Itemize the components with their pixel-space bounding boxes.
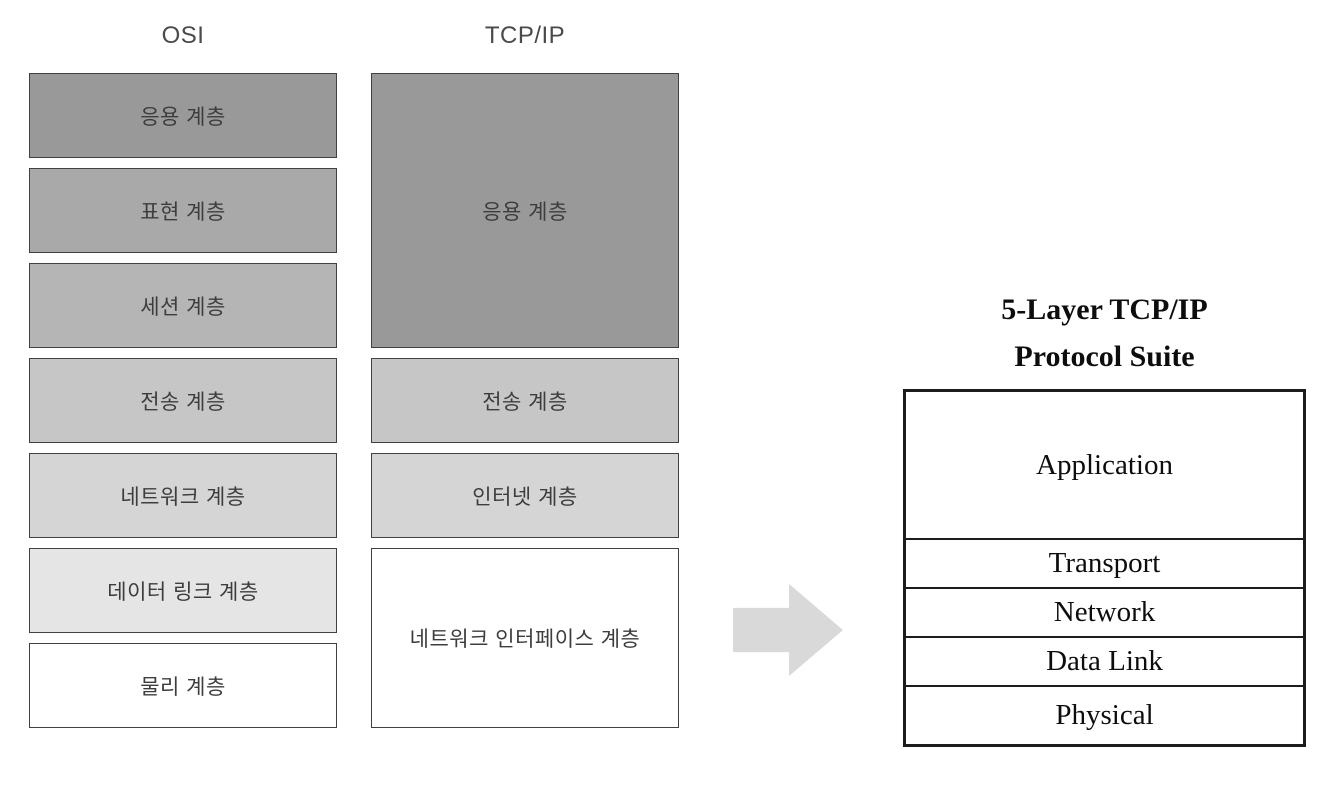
osi-column-title: OSI bbox=[161, 22, 205, 49]
tcpip-layer-application: 응용 계층 bbox=[371, 73, 679, 348]
suite-layer-transport: Transport bbox=[906, 540, 1303, 589]
osi-layer-session: 세션 계층 bbox=[29, 263, 337, 348]
suite-layer-physical: Physical bbox=[1055, 699, 1154, 731]
osi-layer-application: 응용 계층 bbox=[29, 73, 337, 158]
suite-layer-datalink: Data Link bbox=[906, 638, 1303, 687]
five-layer-suite-title-line1: 5-Layer TCP/IP bbox=[1001, 293, 1208, 326]
osi-layer-network: 네트워크 계층 bbox=[29, 453, 337, 538]
tcpip-layer-network-interface: 네트워크 인터페이스 계층 bbox=[371, 548, 679, 728]
tcpip-column-title: TCP/IP bbox=[484, 22, 566, 49]
tcpip-layer-internet: 인터넷 계층 bbox=[371, 453, 679, 538]
osi-layer-datalink: 데이터 링크 계층 bbox=[29, 548, 337, 633]
five-layer-suite-title: 5-Layer TCP/IP Protocol Suite bbox=[903, 286, 1306, 380]
suite-layer-network: Network bbox=[906, 589, 1303, 638]
five-layer-suite-box: Application Transport Network Data Link … bbox=[903, 389, 1306, 747]
osi-layer-transport: 전송 계층 bbox=[29, 358, 337, 443]
tcpip-layer-transport: 전송 계층 bbox=[371, 358, 679, 443]
suite-layer-application: Application bbox=[906, 392, 1303, 540]
osi-layer-presentation: 표현 계층 bbox=[29, 168, 337, 253]
right-arrow-icon bbox=[733, 584, 843, 676]
five-layer-suite-title-line2: Protocol Suite bbox=[1014, 340, 1195, 373]
osi-layer-physical: 물리 계층 bbox=[29, 643, 337, 728]
